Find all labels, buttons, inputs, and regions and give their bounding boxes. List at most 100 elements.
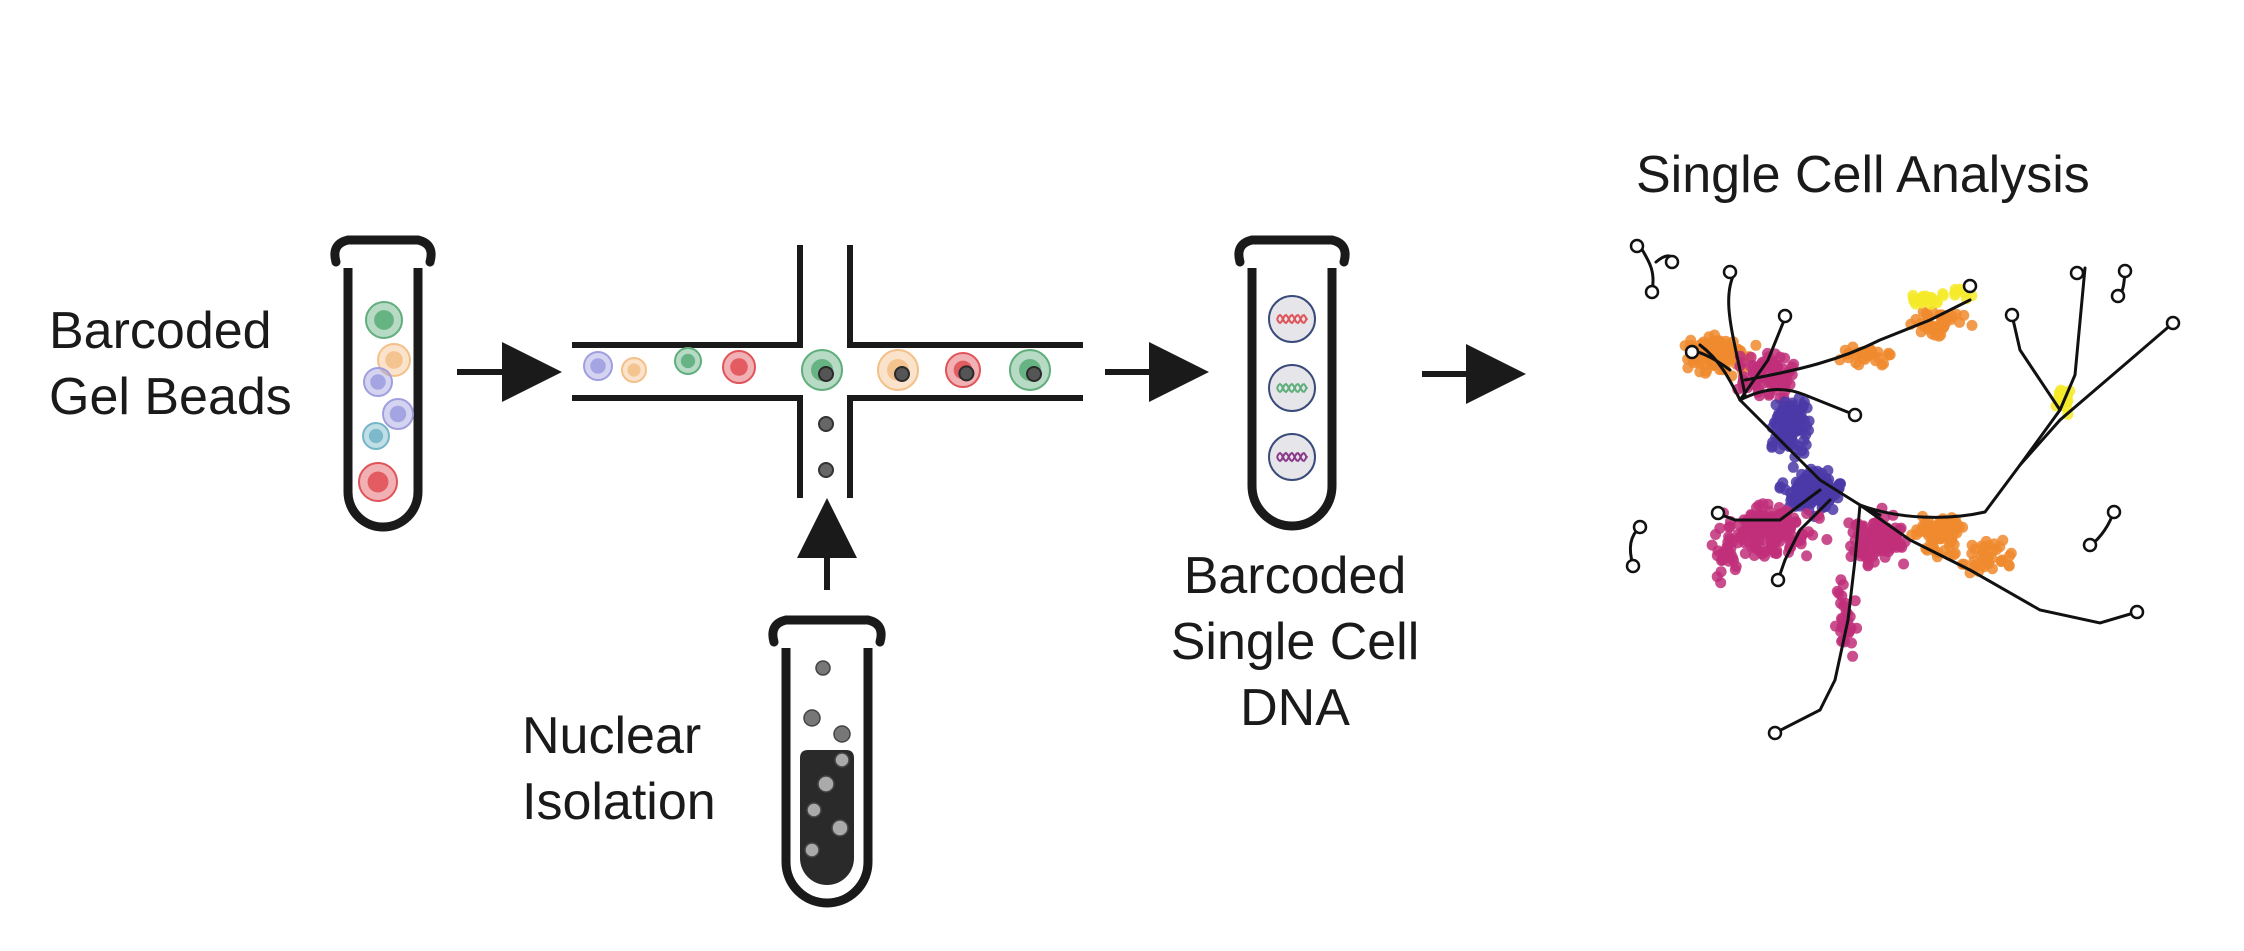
branch-tip — [1962, 278, 1978, 294]
nucleus — [818, 366, 834, 382]
cell-dot — [1925, 298, 1937, 310]
cell-dot — [1919, 525, 1931, 537]
nucleus — [818, 416, 834, 432]
nucleus — [804, 842, 820, 858]
cell-dot — [1876, 523, 1888, 535]
trajectory-branch — [1715, 488, 1822, 522]
nuclear-isolation-tube-icon — [768, 615, 886, 908]
cell-dot — [1898, 558, 1910, 570]
cell-dot — [1798, 435, 1810, 446]
cell-dot — [1981, 541, 1993, 553]
trajectory-plot-icon — [1625, 238, 2181, 741]
trajectory-branch — [1773, 503, 1862, 735]
branch-tip — [2004, 307, 2020, 323]
gel-bead — [722, 350, 756, 384]
gel-beads-label-line-2: Gel Beads — [49, 368, 292, 426]
branch-tip — [2106, 504, 2122, 520]
cell-dot — [1703, 331, 1715, 343]
cell-dot — [1835, 478, 1846, 490]
channel-droplets-group — [583, 347, 1051, 478]
analysis-title: Single Cell Analysis — [1636, 146, 2090, 204]
cell-dot — [1813, 512, 1825, 524]
cell-dot — [1736, 533, 1748, 545]
cell-dot — [1750, 339, 1762, 351]
gel-bead — [583, 351, 613, 381]
trajectory-branches-group — [1628, 244, 2175, 735]
cell-dot — [1937, 288, 1949, 300]
cell-dot — [1756, 542, 1768, 554]
cell-dot — [1787, 461, 1799, 473]
nucleus — [806, 802, 822, 818]
cell-dot — [1920, 307, 1932, 319]
branch-tip — [1684, 344, 1700, 360]
gel-bead — [365, 301, 403, 339]
nucleus — [818, 462, 834, 478]
cell-dot — [1995, 556, 2007, 568]
nucleus — [815, 660, 831, 676]
barcoded-dna-label: Barcoded Single Cell DNA — [1150, 543, 1440, 741]
cell-dot — [1788, 512, 1800, 524]
cell-dot — [1936, 314, 1948, 326]
branch-tip — [1767, 725, 1783, 741]
gel-bead — [363, 367, 393, 397]
trajectory-branch — [2010, 313, 2062, 412]
gel-beads-group — [358, 301, 414, 502]
nucleus — [1026, 366, 1042, 382]
dna-droplets-group — [1268, 295, 1316, 481]
cell-dot — [1827, 504, 1839, 515]
dna-droplet-icon — [1268, 433, 1316, 481]
nucleus — [833, 725, 851, 743]
cell-dot — [1790, 488, 1802, 500]
branch-tips-group — [1625, 238, 2181, 741]
cell-dot — [1858, 544, 1870, 556]
trajectory-branch — [1776, 498, 1832, 582]
branch-tip — [1664, 254, 1680, 270]
nucleus — [894, 366, 910, 382]
cell-dot — [1766, 543, 1778, 555]
trajectory-branch — [1738, 316, 1787, 402]
cell-dot — [1966, 539, 1978, 551]
cell-dot — [1763, 389, 1775, 401]
dna-label-line-2: Single Cell — [1170, 613, 1420, 671]
cell-dot — [1805, 497, 1817, 509]
cell-dot — [1753, 499, 1765, 511]
branch-tip — [1644, 284, 1660, 300]
dna-label-line-3: DNA — [1240, 679, 1350, 737]
cell-dot — [1741, 524, 1753, 536]
cell-dot — [1729, 564, 1741, 576]
dna-droplet-icon — [1268, 364, 1316, 412]
cell-dot — [1780, 521, 1792, 533]
trajectory-branch — [1698, 343, 1742, 402]
cell-dot — [1745, 351, 1757, 363]
gel-bead — [377, 343, 411, 377]
cell-dot — [1720, 335, 1732, 347]
nucleus — [834, 752, 850, 768]
cell-dot — [1723, 521, 1735, 533]
cell-dot — [1882, 546, 1894, 558]
barcoded-dna-tube-icon — [1234, 235, 1350, 531]
cell-dot — [1936, 529, 1948, 541]
branch-tip — [1722, 264, 1738, 280]
nuclei-group — [803, 660, 851, 858]
gel-beads-tube-icon — [330, 235, 436, 532]
cell-dot — [1801, 420, 1812, 432]
cell-dot — [1931, 521, 1943, 533]
cell-dot — [1990, 544, 2002, 556]
branch-tip — [1710, 505, 1726, 521]
trajectory-branch — [1738, 388, 1857, 417]
nucleus — [803, 709, 821, 727]
cell-dot — [1796, 445, 1808, 457]
branch-tip — [1625, 558, 1641, 574]
gel-beads-label: Barcoded Gel Beads — [49, 298, 292, 430]
trajectory-branch — [1727, 270, 1747, 397]
branch-tip — [2069, 265, 2085, 281]
cell-dot — [1721, 345, 1733, 356]
cell-dot — [1739, 548, 1751, 559]
cell-dot — [1688, 357, 1699, 369]
cell-dot — [1830, 620, 1841, 632]
cell-dot — [1949, 547, 1961, 559]
gel-bead — [945, 352, 981, 388]
gel-bead — [801, 349, 843, 391]
nucleus — [817, 775, 835, 793]
